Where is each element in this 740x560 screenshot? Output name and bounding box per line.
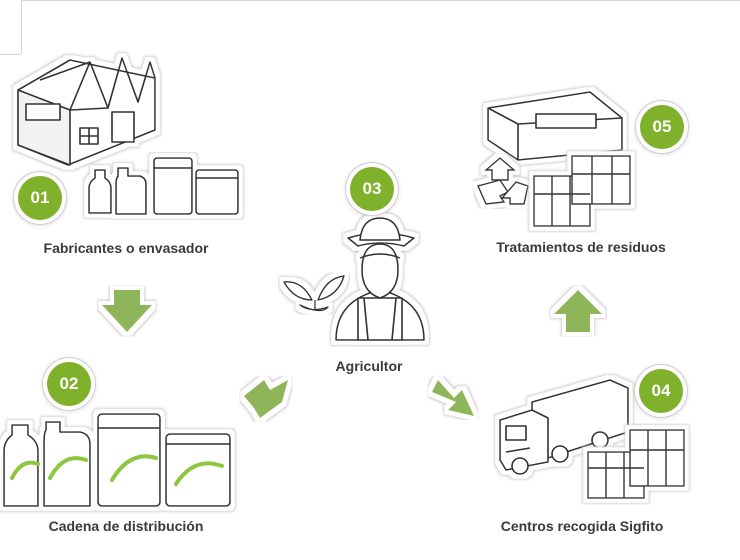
factory-icon bbox=[17, 57, 156, 166]
top-border bbox=[0, 0, 740, 1]
step-02-badge: 02 bbox=[47, 362, 91, 406]
step-01-label: Fabricantes o envasador bbox=[43, 240, 209, 256]
arrow-up-right-icon bbox=[244, 380, 288, 418]
sprout-icon bbox=[283, 275, 345, 312]
arrow-down-icon bbox=[102, 290, 152, 332]
arrow-up-icon bbox=[554, 290, 602, 332]
step-05-badge: 05 bbox=[640, 105, 684, 149]
product-bottles-small-icon bbox=[88, 157, 239, 215]
product-containers-icon bbox=[3, 413, 231, 507]
step-04-badge: 04 bbox=[639, 369, 683, 413]
farmer-icon bbox=[335, 217, 425, 341]
waste-cage-icon bbox=[533, 155, 631, 227]
step-04-label: Centros recogida Sigfito bbox=[500, 518, 664, 534]
recycling-plant-icon bbox=[487, 91, 623, 161]
panel-corner-tab bbox=[0, 0, 22, 55]
step-03-label: Agricultor bbox=[335, 358, 403, 374]
recycle-icon bbox=[477, 157, 529, 205]
step-03-badge: 03 bbox=[350, 167, 394, 211]
collection-cage-icon bbox=[587, 429, 685, 499]
truck-icon bbox=[499, 379, 629, 475]
arrow-down-right-icon bbox=[432, 380, 474, 416]
step-01-badge: 01 bbox=[18, 176, 62, 220]
step-05-label: Tratamientos de residuos bbox=[496, 239, 666, 255]
green-swoosh-marks bbox=[10, 454, 224, 486]
step-02-label: Cadena de distribución bbox=[48, 518, 204, 534]
